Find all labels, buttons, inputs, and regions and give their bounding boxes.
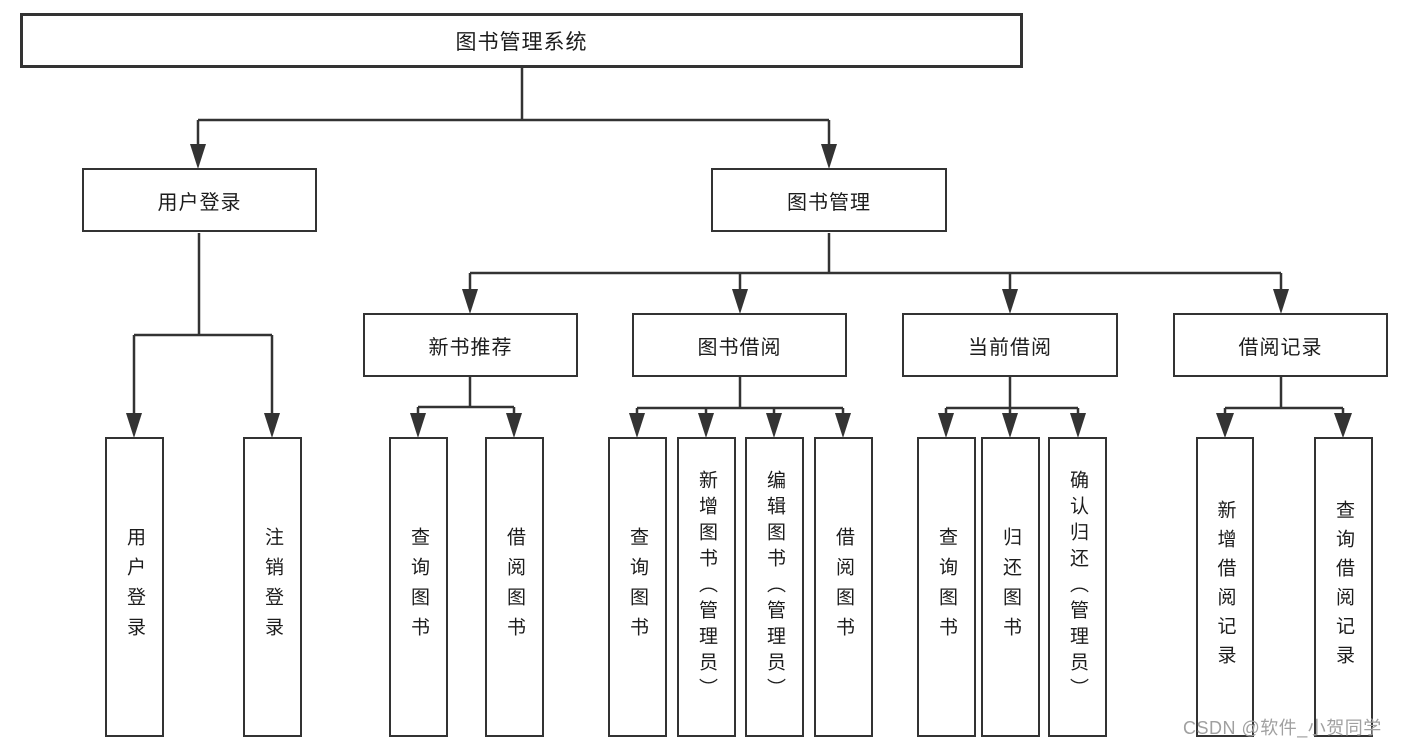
node-book-management: 图书管理 [711, 168, 947, 232]
node-root: 图书管理系统 [20, 13, 1023, 68]
csdn-watermark: CSDN @软件_小贺同学 [1183, 718, 1382, 738]
leaf-query-books-3: 查询图书 [917, 437, 976, 737]
leaf-label: 借阅图书 [504, 527, 525, 647]
leaf-label: 编辑图书（管理员） [764, 470, 785, 704]
leaf-label: 确认归还（管理员） [1067, 470, 1088, 704]
leaf-return-books: 归还图书 [981, 437, 1040, 737]
node-new-book-recommendation: 新书推荐 [363, 313, 578, 377]
leaf-confirm-return-admin: 确认归还（管理员） [1048, 437, 1107, 737]
leaf-label: 查询图书 [936, 527, 957, 647]
leaf-user-login: 用户登录 [105, 437, 164, 737]
leaf-label: 新增图书（管理员） [696, 470, 717, 704]
leaf-label: 注销登录 [262, 527, 283, 647]
leaf-label: 查询图书 [627, 527, 648, 647]
leaf-edit-books-admin: 编辑图书（管理员） [745, 437, 804, 737]
node-user-login: 用户登录 [82, 168, 317, 232]
leaf-borrow-books-2: 借阅图书 [814, 437, 873, 737]
node-current-borrowing: 当前借阅 [902, 313, 1118, 377]
leaf-add-borrow-record: 新增借阅记录 [1196, 437, 1254, 737]
leaf-label: 借阅图书 [833, 527, 854, 647]
leaf-query-books-2: 查询图书 [608, 437, 667, 737]
leaf-label: 归还图书 [1000, 527, 1021, 647]
node-book-borrowing: 图书借阅 [632, 313, 847, 377]
leaf-label: 用户登录 [124, 527, 145, 647]
node-borrowing-records: 借阅记录 [1173, 313, 1388, 377]
leaf-logout: 注销登录 [243, 437, 302, 737]
leaf-query-books-1: 查询图书 [389, 437, 448, 737]
leaf-add-books-admin: 新增图书（管理员） [677, 437, 736, 737]
leaf-label: 查询借阅记录 [1333, 500, 1354, 674]
leaf-label: 新增借阅记录 [1214, 500, 1236, 674]
leaf-label: 查询图书 [408, 527, 429, 647]
leaf-query-borrow-record: 查询借阅记录 [1314, 437, 1373, 737]
leaf-borrow-books-1: 借阅图书 [485, 437, 544, 737]
